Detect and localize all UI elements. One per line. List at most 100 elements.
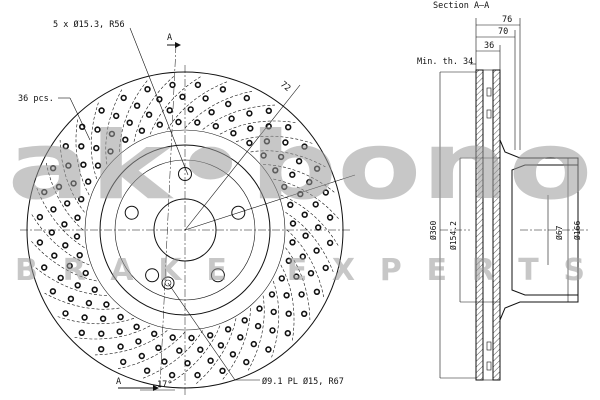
- drill-hole: [285, 257, 292, 264]
- drill-hole: [133, 323, 140, 330]
- dia-166: Ø166: [572, 221, 582, 240]
- groove: [202, 104, 276, 130]
- section-title: Section A–A: [433, 1, 489, 11]
- drill-hole: [91, 286, 98, 293]
- drill-hole: [295, 158, 303, 165]
- drill-hole: [243, 358, 250, 366]
- drill-hole: [81, 314, 88, 321]
- drill-hole: [285, 123, 292, 131]
- drill-hole: [265, 107, 272, 115]
- drill-hole: [98, 107, 105, 114]
- drill-hole: [237, 334, 244, 341]
- drill-hole: [169, 334, 176, 341]
- drill-hole: [301, 310, 308, 317]
- section-marker-top: A: [167, 33, 172, 43]
- groove: [280, 194, 339, 246]
- pin-hole: [161, 276, 175, 290]
- drill-hole: [145, 111, 153, 118]
- drill-hole: [299, 253, 306, 260]
- callout-grooves: 36 pcs.: [18, 94, 54, 104]
- drill-hole: [301, 143, 308, 150]
- groove-pattern: [31, 76, 339, 384]
- drill-hole: [284, 330, 291, 337]
- hat-profile: [499, 139, 579, 321]
- drill-hole: [315, 224, 322, 231]
- drill-hole: [184, 360, 191, 367]
- drill-hole: [224, 326, 232, 333]
- drill-hole: [133, 102, 141, 109]
- cross-drill-holes: [36, 81, 334, 379]
- drill-hole: [202, 95, 209, 102]
- drill-hole: [270, 308, 277, 316]
- groove: [219, 120, 296, 135]
- drill-hole: [229, 351, 237, 358]
- drill-hole: [82, 269, 89, 277]
- drill-hole: [263, 138, 271, 145]
- drill-hole: [176, 347, 183, 354]
- drill-hole: [313, 165, 321, 172]
- groove: [285, 247, 311, 321]
- groove: [280, 264, 295, 341]
- groove: [90, 102, 99, 180]
- groove: [167, 81, 228, 130]
- dim-overall-width: 76: [502, 15, 512, 25]
- drill-hole: [277, 153, 285, 161]
- drill-hole: [70, 180, 77, 187]
- drill-hole: [67, 295, 75, 302]
- groove: [46, 162, 84, 231]
- angle-label: 17°: [157, 380, 172, 390]
- drill-hole: [144, 85, 151, 93]
- groove: [36, 187, 85, 248]
- drill-hole: [166, 107, 173, 114]
- bolt-hole: [210, 268, 225, 283]
- drill-hole: [156, 121, 164, 128]
- dim-hat-width: 70: [498, 27, 508, 37]
- drill-hole: [94, 162, 102, 169]
- drill-hole: [103, 301, 110, 308]
- drill-hole: [116, 328, 123, 335]
- drill-hole: [283, 292, 290, 299]
- groove: [117, 331, 186, 369]
- drill-hole: [289, 220, 297, 227]
- drill-hole: [208, 108, 215, 116]
- dim-flange: 36: [484, 41, 494, 51]
- drill-hole: [49, 288, 57, 295]
- drill-hole: [243, 94, 251, 102]
- drill-hole: [112, 112, 120, 120]
- bolt-hole: [145, 268, 160, 283]
- groove: [74, 325, 151, 340]
- drill-hole: [155, 344, 162, 351]
- section-cut-line: [159, 44, 177, 389]
- drill-hole: [219, 86, 227, 93]
- drill-hole: [326, 214, 334, 221]
- groove: [263, 164, 335, 193]
- dia-hat: Ø154.2: [448, 221, 458, 250]
- drill-hole: [55, 183, 63, 191]
- drill-hole: [175, 118, 182, 126]
- drill-hole: [197, 346, 204, 353]
- groove: [59, 139, 85, 213]
- drill-hole: [36, 239, 44, 246]
- drill-hole: [225, 100, 232, 108]
- drill-hole: [48, 229, 55, 236]
- drill-hole: [312, 201, 319, 208]
- drill-hole: [281, 183, 288, 191]
- drill-hole: [85, 299, 93, 307]
- drill-hole: [217, 342, 225, 349]
- disc-inner-friction-edge: [84, 129, 286, 331]
- drill-hole: [285, 310, 292, 317]
- drill-hole: [256, 305, 263, 312]
- groove: [31, 214, 90, 266]
- rotor-vanes: [482, 69, 494, 381]
- drill-hole: [269, 327, 276, 334]
- drill-hole: [254, 322, 262, 330]
- drill-hole: [161, 358, 168, 365]
- drill-hole: [260, 152, 267, 159]
- drill-hole: [40, 264, 48, 271]
- drill-hole: [62, 242, 69, 249]
- drill-hole: [272, 167, 279, 174]
- drill-hole: [117, 343, 124, 350]
- drill-hole: [93, 144, 100, 152]
- drill-hole: [246, 110, 253, 117]
